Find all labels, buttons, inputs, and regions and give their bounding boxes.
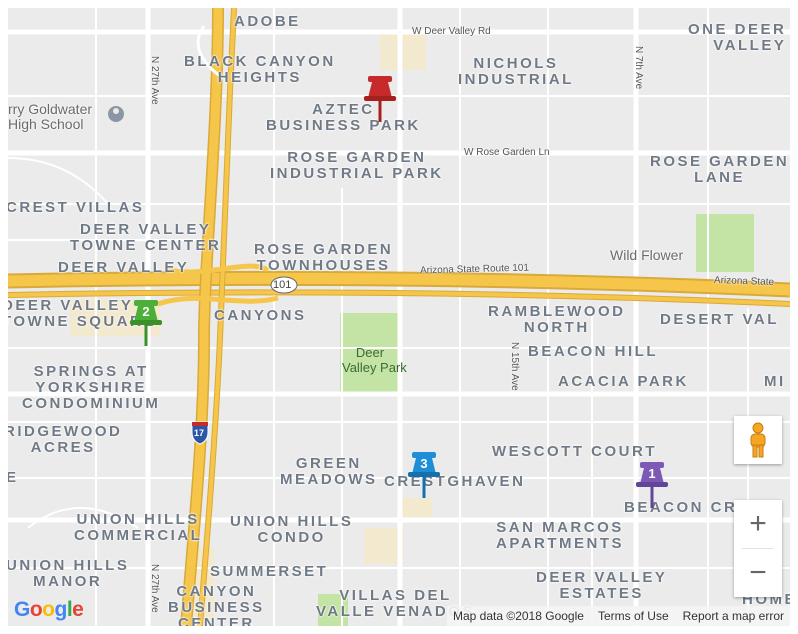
area-label-deer-valley-towne-square: DEER VALLEY TOWNE SQUARE <box>8 297 156 330</box>
area-label-springs-at-yorkshire: SPRINGS AT YORKSHIRE CONDOMINIUM <box>22 363 161 412</box>
interstate-17-shield-text: 17 <box>194 428 205 438</box>
pin-label-1: 1 <box>648 466 656 481</box>
area-label-one-deer-valley: ONE DEER VALLEY <box>688 21 787 54</box>
area-label-nichols-industrial: NICHOLS INDUSTRIAL <box>458 55 574 88</box>
route-101-shield-icon <box>270 276 298 294</box>
area-label-mi: MI <box>764 373 786 390</box>
street-view-pegman-button[interactable] <box>734 416 782 464</box>
area-label-ramblewood-north: RAMBLEWOOD NORTH <box>488 303 626 336</box>
map-data-credit: Map data ©2018 Google <box>453 609 584 623</box>
interstate-17-shield-icon <box>191 421 209 445</box>
area-label-rose-garden-industrial-park: ROSE GARDEN INDUSTRIAL PARK <box>270 149 444 182</box>
area-label-beacon-cre: BEACON CRE <box>624 499 750 516</box>
street-label-w-rose-garden-ln: W Rose Garden Ln <box>464 147 550 158</box>
street-label-n-27th-ave-top: N 27th Ave <box>149 56 160 105</box>
area-label-aztec-business-park: AZTEC BUSINESS PARK <box>266 101 421 134</box>
area-label-green-meadows: GREEN MEADOWS <box>280 455 378 488</box>
area-label-acacia-park: ACACIA PARK <box>558 373 689 390</box>
area-label-union-hills-commercial: UNION HILLS COMMERCIAL <box>74 511 203 544</box>
poi-label-wild-flower[interactable]: Wild Flower <box>610 247 684 263</box>
map-pin-marker-1[interactable]: 1 <box>634 460 670 510</box>
major-streets <box>8 8 790 626</box>
commercial-area-d <box>380 30 426 70</box>
zoom-out-button[interactable]: − <box>749 556 767 589</box>
park-label-deer-valley-park[interactable]: Deer Valley Park <box>342 345 407 375</box>
attribution-bar: Map data ©2018 Google Terms of Use Repor… <box>447 606 790 626</box>
area-label-deer-valley-towne-center: DEER VALLEY TOWNE CENTER <box>70 221 222 254</box>
google-logo-letter: o <box>42 598 55 621</box>
google-logo-letter: o <box>29 598 43 621</box>
pin-label-2: 2 <box>142 304 150 319</box>
zoom-divider <box>742 548 774 549</box>
pushpin-icon <box>636 462 668 508</box>
area-label-union-hills-condo: UNION HILLS CONDO <box>230 513 354 546</box>
highways <box>8 8 790 626</box>
street-label-w-deer-valley-rd: W Deer Valley Rd <box>412 26 491 37</box>
area-label-summerset: SUMMERSET <box>210 563 329 580</box>
area-label-canyons: CANYONS <box>214 307 307 324</box>
area-label-ridgewood-acres: RIDGEWOOD ACRES <box>8 423 123 456</box>
street-label-n-7th-ave: N 7th Ave <box>633 46 644 90</box>
poi-label-goldwater-school[interactable]: rry Goldwater High School <box>8 101 93 132</box>
area-label-black-canyon-heights: BLACK CANYON HEIGHTS <box>184 53 336 86</box>
street-label-n-15th-ave: N 15th Ave <box>509 342 520 391</box>
zoom-control: + − <box>734 500 782 597</box>
area-label-e: E <box>8 469 19 486</box>
area-label-rose-garden-townhouses: ROSE GARDEN TOWNHOUSES <box>254 241 394 274</box>
google-logo-letter: G <box>14 598 30 621</box>
area-label-union-hills-manor: UNION HILLS MANOR <box>8 557 130 590</box>
area-label-crest-villas: CREST VILLAS <box>8 199 145 216</box>
area-label-wescott-court: WESCOTT COURT <box>492 443 657 460</box>
map-pin-marker-red[interactable] <box>362 74 398 124</box>
area-label-crestghaven: CRESTGHAVEN <box>384 473 526 490</box>
terms-of-use-link[interactable]: Terms of Use <box>597 609 669 623</box>
park-area-wild-flower <box>696 214 754 272</box>
area-label-beacon-hill: BEACON HILL <box>528 343 658 360</box>
park-area-deer-valley <box>340 313 400 393</box>
google-logo-letter: g <box>54 598 68 621</box>
area-label-rose-garden-lane: ROSE GARDEN LANE <box>650 153 790 186</box>
area-label-san-marcos-apartments: SAN MARCOS APARTMENTS <box>496 519 625 552</box>
pushpin-icon <box>130 300 162 346</box>
map-canvas[interactable]: 101 17 W Deer Valley Rd W Rose Garden Ln… <box>8 8 790 626</box>
map-pin-marker-2[interactable]: 2 <box>128 298 164 348</box>
zoom-in-button[interactable]: + <box>749 507 767 540</box>
google-logo-letters: Google <box>14 598 84 621</box>
google-logo[interactable]: Google <box>14 598 84 622</box>
area-label-deer-valley-estates: DEER VALLEY ESTATES <box>536 569 668 602</box>
highway-label-az-101-right: Arizona State <box>713 274 775 289</box>
pushpin-icon <box>364 76 396 122</box>
google-logo-letter: l <box>66 598 73 621</box>
area-label-desert-val: DESERT VAL <box>660 311 779 328</box>
commercial-area-a <box>364 528 404 564</box>
pushpin-icon <box>408 452 440 498</box>
area-label-deer-valley: DEER VALLEY <box>58 259 190 276</box>
pin-label-3: 3 <box>420 456 428 471</box>
area-label-canyon-business-center: CANYON BUSINESS CENTER <box>168 583 265 627</box>
street-label-n-27th-ave-bottom: N 27th Ave <box>149 564 160 613</box>
google-logo-letter: e <box>72 598 84 621</box>
map-pin-marker-3[interactable]: 3 <box>406 450 442 500</box>
route-101-shield-text: 101 <box>273 279 292 291</box>
pegman-icon <box>750 422 766 458</box>
area-label-adobe: ADOBE <box>234 13 301 30</box>
report-map-error-link[interactable]: Report a map error <box>682 609 784 623</box>
